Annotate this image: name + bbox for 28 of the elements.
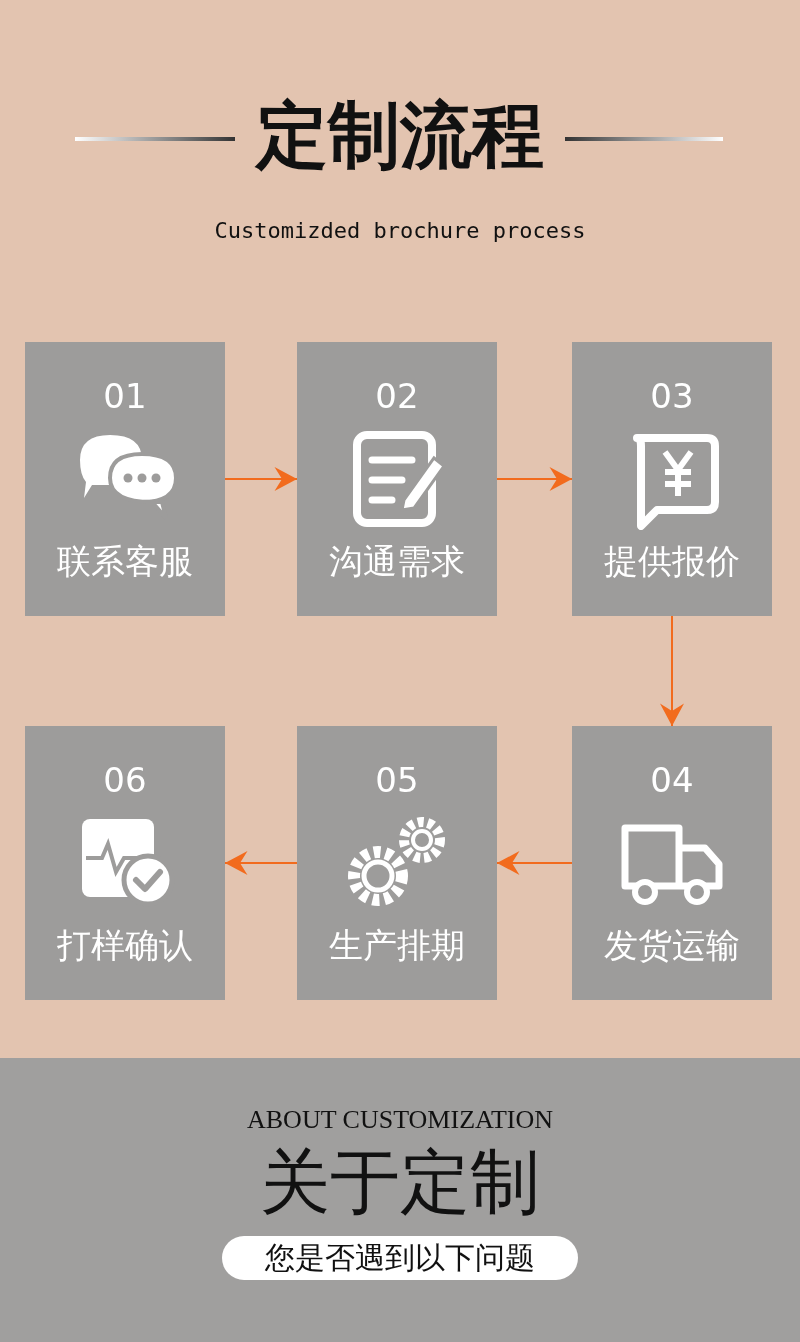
step-card [25, 726, 225, 1000]
arrow [496, 851, 573, 875]
arrow [660, 615, 684, 727]
step-number: 04 [649, 760, 695, 800]
title: 定制流程 [254, 92, 545, 179]
step-card [572, 342, 772, 616]
step-label: 打样确认 [56, 924, 194, 966]
arrow [224, 851, 298, 875]
step-number: 02 [374, 376, 420, 416]
arrow [224, 467, 298, 491]
step-number: 01 [102, 376, 148, 416]
arrow [496, 467, 573, 491]
step-label: 沟通需求 [328, 540, 466, 582]
step-number: 05 [374, 760, 420, 800]
step-card [572, 726, 772, 1000]
step-label: 发货运输 [603, 924, 741, 966]
step-number: 03 [649, 376, 695, 416]
step-card [297, 726, 497, 1000]
step-label: 生产排期 [328, 924, 466, 966]
step-card [25, 342, 225, 616]
step-number: 06 [102, 760, 148, 800]
step-label: 联系客服 [56, 540, 194, 582]
step-card [297, 342, 497, 616]
step-label: 提供报价 [603, 540, 741, 582]
section-heading: 关于定制 [259, 1140, 541, 1224]
subtitle: Customizded brochure process [213, 217, 587, 245]
section-subheading: ABOUT CUSTOMIZATION [246, 1104, 554, 1136]
question-pill: 您是否遇到以下问题 [222, 1236, 578, 1280]
